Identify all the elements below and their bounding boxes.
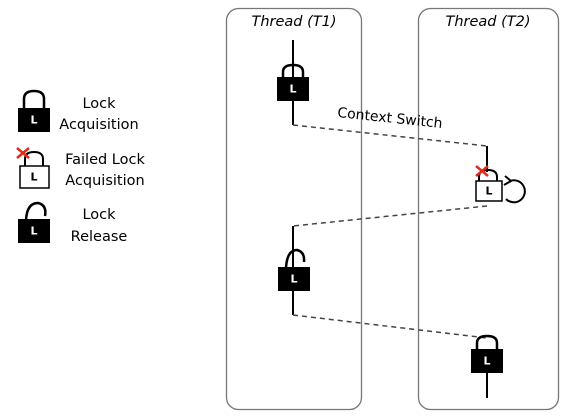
- legend-lock-release-icon: L: [18, 201, 50, 243]
- thread-t2-lane: [417, 7, 560, 411]
- t2-failed-lock-icon: L: [475, 165, 503, 202]
- legend-lock-acquisition-line1: Lock: [82, 96, 116, 112]
- t1-lock-acquisition-icon: L: [277, 63, 309, 101]
- legend-lock-release-line2: Release: [71, 229, 128, 245]
- context-switch-connector-2: [292, 205, 488, 227]
- lock-letter: L: [485, 185, 492, 198]
- legend-lock-acquisition-line2: Acquisition: [59, 117, 138, 133]
- context-switch-connector-3: [292, 314, 488, 339]
- lock-letter: L: [289, 83, 296, 96]
- legend-failed-lock-line1: Failed Lock: [65, 152, 145, 168]
- legend-failed-lock-line2: Acquisition: [65, 173, 144, 189]
- retry-spin-icon: [503, 175, 526, 204]
- failed-cross-icon: [475, 165, 489, 177]
- lock-letter: L: [30, 114, 37, 127]
- legend: L Lock Acquisition L Failed Lock Acquisi…: [16, 89, 145, 245]
- context-switch-connector-1: [292, 124, 488, 147]
- lock-letter: L: [483, 355, 490, 368]
- lock-letter: L: [30, 171, 37, 184]
- thread-t1-lane: [225, 7, 363, 411]
- legend-lock-acquisition-icon: L: [18, 89, 50, 132]
- legend-failed-lock-icon: L: [16, 147, 50, 189]
- lock-letter: L: [290, 273, 297, 286]
- t1-lock-release-icon: L: [278, 248, 310, 291]
- thread-t2-title: Thread (T2): [445, 14, 530, 30]
- context-switch-label: Context Switch: [337, 105, 444, 132]
- legend-lock-release-line1: Lock: [82, 207, 116, 223]
- thread-t1-title: Thread (T1): [251, 14, 336, 30]
- lock-letter: L: [30, 225, 37, 238]
- t2-lock-acquisition-icon: L: [471, 334, 503, 373]
- failed-cross-icon: [16, 147, 30, 159]
